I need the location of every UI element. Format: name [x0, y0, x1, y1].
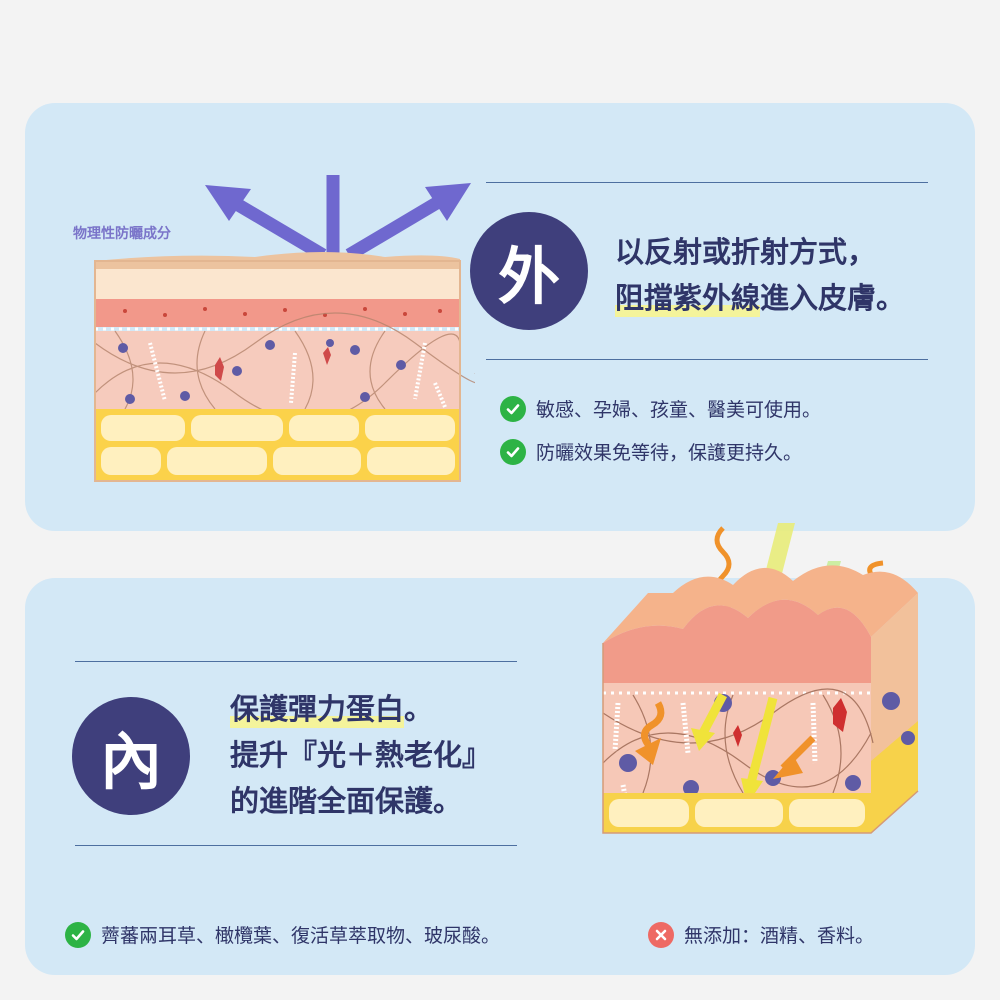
divider-top — [486, 182, 928, 183]
ingredients-item: 薺蕃兩耳草、橄欖葉、復活草萃取物、玻尿酸。 — [65, 921, 500, 948]
inner-headline: 保護彈力蛋白。 提升『光＋熱老化』 的進階全面保護。 — [230, 686, 491, 824]
diagram-caption: 物理性防曬成分 — [73, 226, 171, 242]
outer-headline: 以反射或折射方式， 阻擋紫外線進入皮膚。 — [615, 229, 905, 321]
divider-bottom — [75, 845, 517, 846]
check-icon — [500, 438, 526, 465]
inner-headline-line3: 的進階全面保護。 — [230, 784, 463, 818]
check-icon — [65, 921, 91, 948]
inner-headline-tail: 。 — [404, 692, 434, 726]
inner-headline-line2: 提升『光＋熱老化』 — [230, 738, 492, 772]
skin-layers-illustration — [94, 175, 475, 482]
feature-item: 防曬效果免等待，保護更持久。 — [500, 438, 802, 465]
skin-cube-illustration — [602, 523, 919, 834]
feature-text: 敏感、孕婦、孩童、醫美可使用。 — [536, 399, 822, 421]
cross-icon — [648, 921, 674, 948]
outer-badge: 外 — [470, 212, 588, 330]
divider-top — [75, 661, 517, 662]
inner-protection-panel: 內 保護彈力蛋白。 提升『光＋熱老化』 的進階全面保護。 — [25, 523, 975, 975]
feature-text: 防曬效果免等待，保護更持久。 — [536, 442, 803, 464]
feature-item: 敏感、孕婦、孩童、醫美可使用。 — [500, 395, 821, 422]
outer-headline-line1: 以反射或折射方式， — [615, 235, 877, 269]
outer-headline-line2: 阻擋紫外線進入皮膚。 — [615, 275, 905, 321]
uv-arrow-icon — [205, 175, 471, 281]
no-additives-text: 無添加：酒精、香料。 — [684, 925, 875, 947]
outer-headline-highlight: 阻擋紫外線 — [615, 281, 761, 317]
inner-headline-highlight: 保護彈力蛋白 — [230, 692, 405, 728]
divider-bottom — [486, 359, 928, 360]
inner-badge: 內 — [72, 697, 190, 815]
outer-headline-tail: 進入皮膚。 — [760, 281, 906, 315]
outer-protection-panel: 物理性防曬成分 外 以反射或折射方式， 阻擋紫外線進入皮膚。 敏感、孕婦、孩童、… — [25, 103, 975, 531]
no-additives-item: 無添加：酒精、香料。 — [648, 921, 874, 948]
ingredients-text: 薺蕃兩耳草、橄欖葉、復活草萃取物、玻尿酸。 — [101, 925, 501, 947]
check-icon — [500, 395, 526, 422]
inner-headline-line1: 保護彈力蛋白。 — [230, 686, 491, 732]
